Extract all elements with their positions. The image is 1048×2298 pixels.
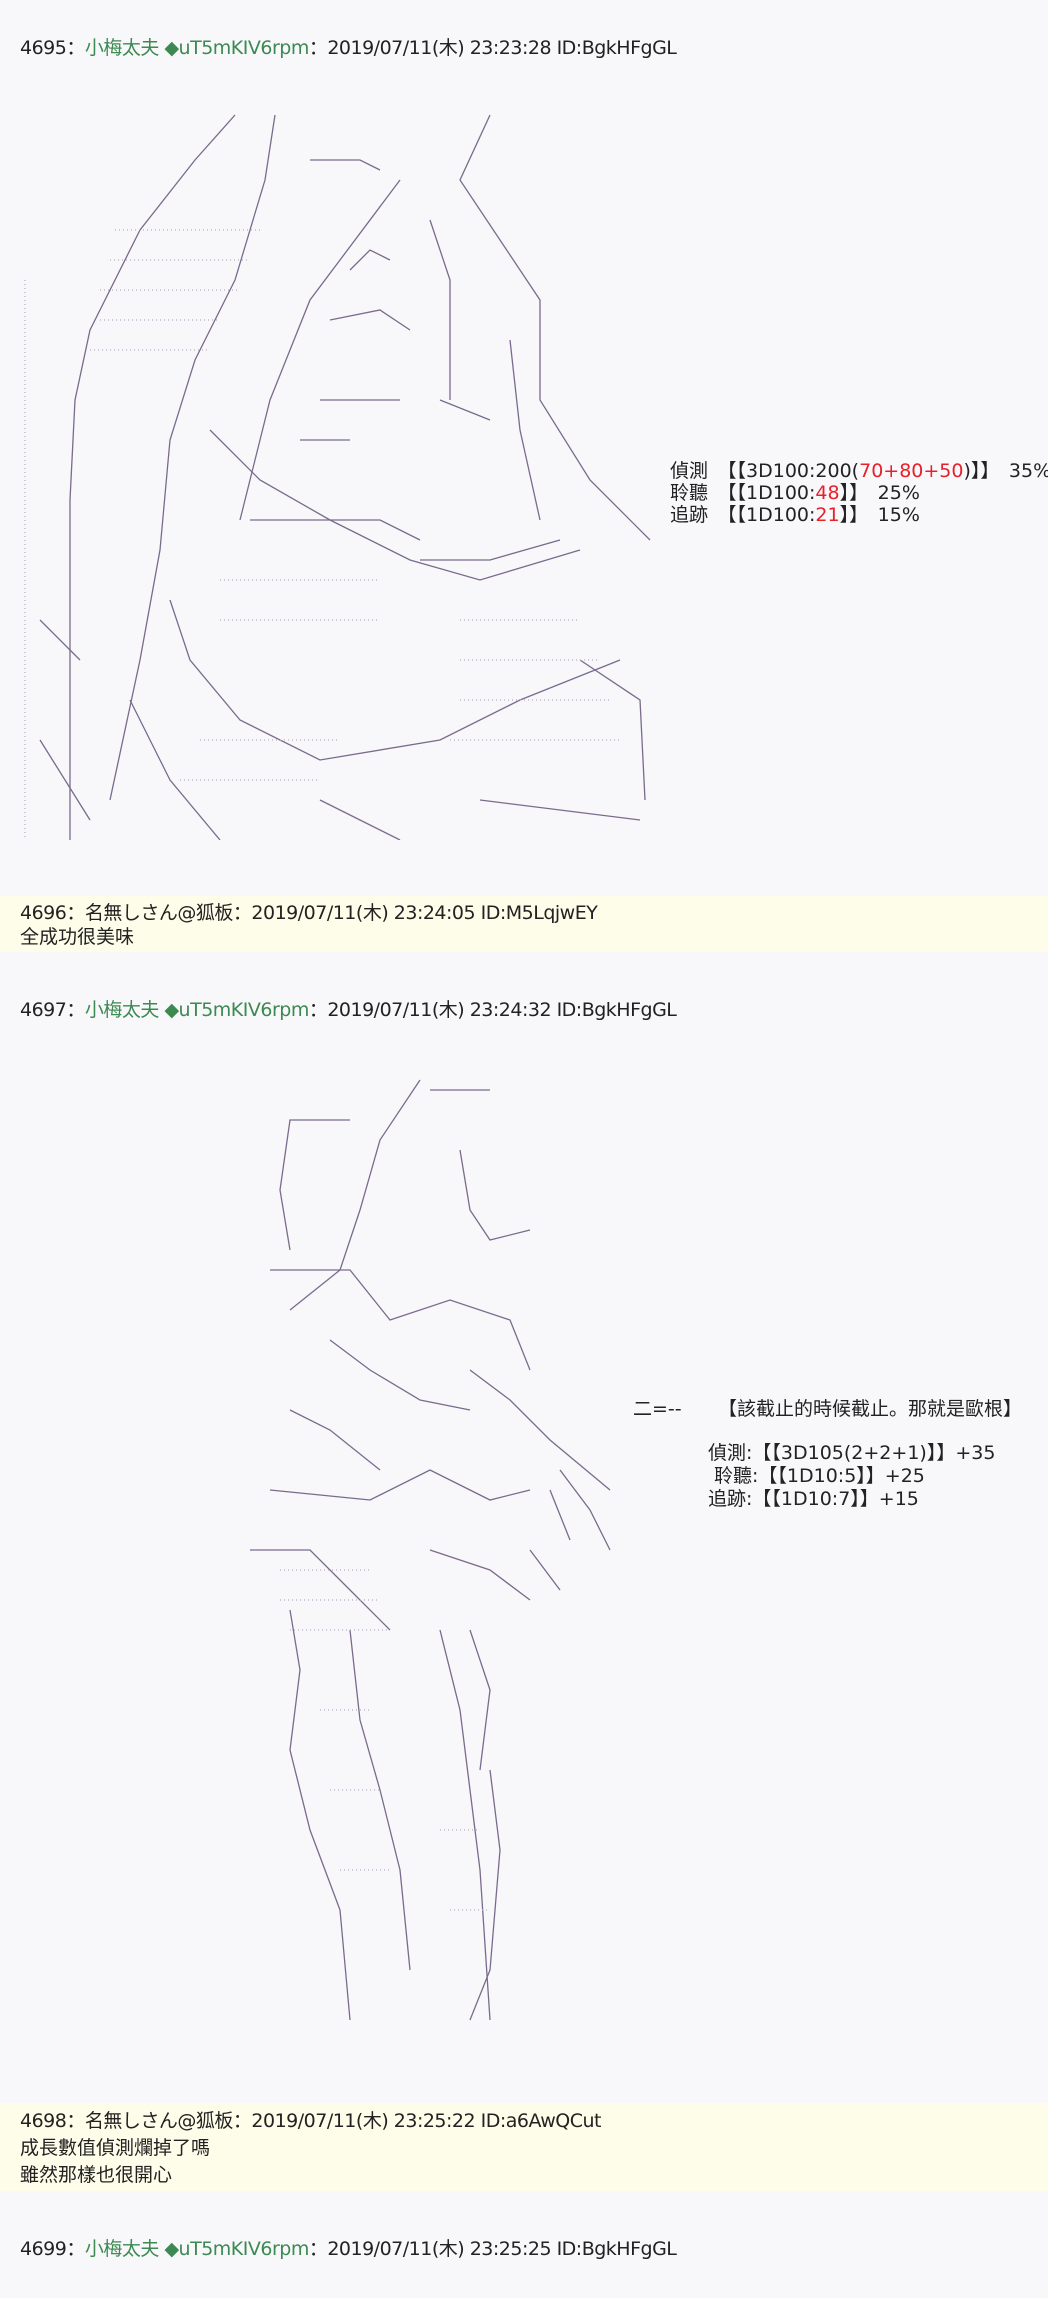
roll-percent: 25% bbox=[877, 482, 920, 504]
post-meta: ：2019/07/11(木) 23:25:22 ID:a6AwQCut bbox=[232, 2110, 602, 2132]
quote-text: 【該截止的時候截止。那就是歐根】 bbox=[718, 1398, 1023, 1420]
ascii-art-figure-2 bbox=[250, 1079, 611, 2021]
dice-roll-block-2: 偵測:【【3D105(2+2+1)】】+35 聆聽:【【1D10:5】】+25 … bbox=[708, 1442, 995, 1511]
post-number[interactable]: 4699 bbox=[20, 2238, 67, 2260]
poster-name: 小梅太夫 bbox=[84, 999, 160, 1021]
post-meta: ：2019/07/11(木) 23:23:28 ID:BgkHFgGL bbox=[308, 37, 677, 59]
post-meta: ：2019/07/11(木) 23:24:05 ID:M5LqjwEY bbox=[232, 902, 598, 924]
roll-row: 聆聽 【【1D100:48】】 25% bbox=[670, 482, 1048, 504]
poster-name: 名無しさん@狐板 bbox=[84, 2110, 234, 2132]
separator: ： bbox=[66, 37, 85, 59]
roll-result: 21 bbox=[815, 504, 840, 526]
roll-row: 聆聽:【【1D10:5】】+25 bbox=[708, 1465, 995, 1488]
roll-text: 】】 bbox=[839, 482, 859, 504]
roll-text: 【【1D100: bbox=[727, 482, 816, 504]
roll-result: 48 bbox=[815, 482, 840, 504]
effect-text: 二=-- bbox=[633, 1398, 682, 1420]
post-body-line: 全成功很美味 bbox=[20, 926, 135, 948]
reply-highlight-4698 bbox=[0, 2103, 1048, 2191]
post-header-4699: 4699：小梅太夫 ◆uT5mKIV6rpm：2019/07/11(木) 23:… bbox=[20, 2234, 677, 2261]
roll-row: 偵測 【【3D100:200(70+80+50)】】 35% bbox=[670, 460, 1048, 482]
post-number[interactable]: 4697 bbox=[20, 999, 67, 1021]
roll-row: 偵測:【【3D105(2+2+1)】】+35 bbox=[708, 1442, 995, 1465]
post-body-line: 雖然那樣也很開心 bbox=[20, 2164, 173, 2186]
roll-text: 【【3D100:200( bbox=[727, 460, 860, 482]
roll-text: 】】 bbox=[839, 504, 859, 526]
skill-label: 偵測 bbox=[670, 460, 709, 482]
skill-label: 聆聽: bbox=[714, 1465, 759, 1487]
poster-trip: ◆uT5mKIV6rpm bbox=[164, 2238, 309, 2260]
roll-percent: 15% bbox=[877, 504, 920, 526]
separator: ： bbox=[66, 2238, 85, 2260]
roll-text: )】】 bbox=[963, 460, 990, 482]
skill-label: 追跡: bbox=[708, 1488, 753, 1510]
ascii-art-figure-1 bbox=[24, 114, 651, 840]
reply-highlight-4696 bbox=[0, 896, 1048, 952]
roll-result: 70+80+50 bbox=[859, 460, 964, 482]
roll-text: 【【1D10:5】】 bbox=[758, 1465, 885, 1487]
post-number[interactable]: 4696 bbox=[20, 902, 67, 924]
separator: ： bbox=[66, 2110, 85, 2132]
skill-label: 追跡 bbox=[670, 504, 709, 526]
separator: ： bbox=[66, 999, 85, 1021]
post-header-4697: 4697：小梅太夫 ◆uT5mKIV6rpm：2019/07/11(木) 23:… bbox=[20, 995, 677, 1022]
post-header-4698: 4698：名無しさん@狐板：2019/07/11(木) 23:25:22 ID:… bbox=[20, 2106, 602, 2133]
roll-row: 追跡 【【1D100:21】】 15% bbox=[670, 504, 1048, 526]
roll-text: 【【1D100: bbox=[727, 504, 816, 526]
roll-bonus: +25 bbox=[884, 1465, 925, 1487]
poster-name: 小梅太夫 bbox=[84, 37, 160, 59]
dice-roll-block-1: 偵測 【【3D100:200(70+80+50)】】 35% 聆聽 【【1D10… bbox=[670, 460, 1048, 526]
post-number[interactable]: 4695 bbox=[20, 37, 67, 59]
post-number[interactable]: 4698 bbox=[20, 2110, 67, 2132]
separator: ： bbox=[66, 902, 85, 924]
post-meta: ：2019/07/11(木) 23:25:25 ID:BgkHFgGL bbox=[308, 2238, 677, 2260]
post-header-4696: 4696：名無しさん@狐板：2019/07/11(木) 23:24:05 ID:… bbox=[20, 898, 598, 925]
roll-bonus: +35 bbox=[955, 1442, 996, 1464]
roll-text: 【【3D105(2+2+1)】】 bbox=[752, 1442, 956, 1464]
poster-trip: ◆uT5mKIV6rpm bbox=[164, 999, 309, 1021]
skill-label: 聆聽 bbox=[670, 482, 709, 504]
poster-name: 名無しさん@狐板 bbox=[84, 902, 234, 924]
post-body-line: 成長數值偵測爛掉了嗎 bbox=[20, 2137, 211, 2159]
roll-bonus: +15 bbox=[878, 1488, 919, 1510]
post-meta: ：2019/07/11(木) 23:24:32 ID:BgkHFgGL bbox=[308, 999, 677, 1021]
roll-text: 【【1D10:7】】 bbox=[752, 1488, 879, 1510]
roll-row: 追跡:【【1D10:7】】+15 bbox=[708, 1488, 995, 1511]
post-header-4695: 4695：小梅太夫 ◆uT5mKIV6rpm：2019/07/11(木) 23:… bbox=[20, 33, 677, 60]
poster-name: 小梅太夫 bbox=[84, 2238, 160, 2260]
roll-percent: 35% bbox=[1008, 460, 1048, 482]
skill-label: 偵測: bbox=[708, 1442, 753, 1464]
poster-trip: ◆uT5mKIV6rpm bbox=[164, 37, 309, 59]
